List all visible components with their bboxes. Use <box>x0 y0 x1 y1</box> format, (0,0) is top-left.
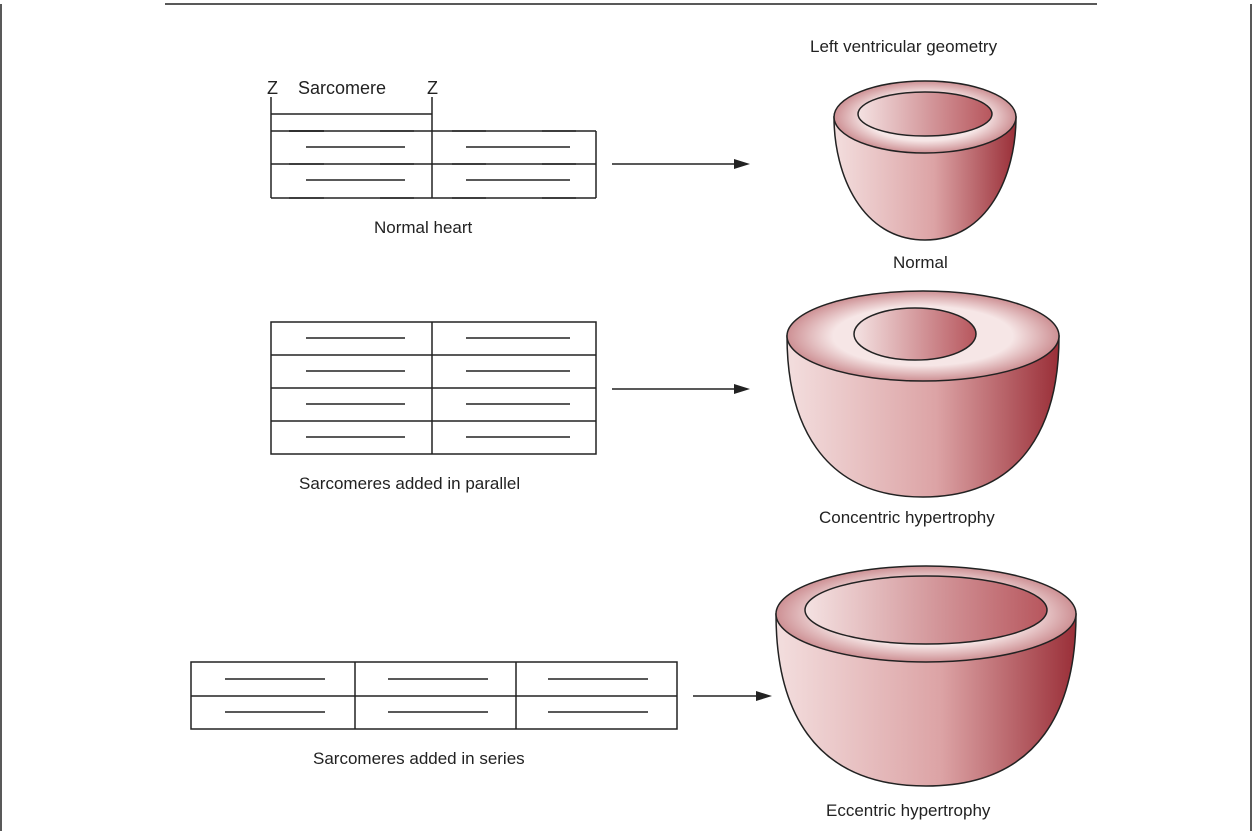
z-line-left-label: Z <box>267 78 278 98</box>
arrow-normal <box>612 159 750 169</box>
series-label: Sarcomeres added in series <box>313 749 525 768</box>
frame <box>0 3 1252 831</box>
normal-filaments <box>289 130 576 199</box>
sarcomere-label: Sarcomere <box>298 78 386 98</box>
arrow-eccentric <box>693 691 772 701</box>
eccentric-heart-icon <box>775 565 1077 787</box>
z-line-right-label: Z <box>427 78 438 98</box>
concentric-label: Concentric hypertrophy <box>819 508 995 527</box>
concentric-heart-icon <box>786 290 1060 498</box>
normal-sarcomere-diagram <box>270 97 597 199</box>
normal-label: Normal <box>893 253 948 272</box>
normal-heart-icon <box>833 80 1017 241</box>
parallel-label: Sarcomeres added in parallel <box>299 474 520 493</box>
series-filaments <box>225 678 648 713</box>
normal-heart-label: Normal heart <box>374 218 473 237</box>
series-sarcomere-diagram <box>190 661 678 730</box>
eccentric-label: Eccentric hypertrophy <box>826 801 991 820</box>
parallel-filaments <box>306 337 570 438</box>
parallel-sarcomere-diagram <box>270 321 597 455</box>
lv-geometry-title: Left ventricular geometry <box>810 37 998 56</box>
arrow-concentric <box>612 384 750 394</box>
